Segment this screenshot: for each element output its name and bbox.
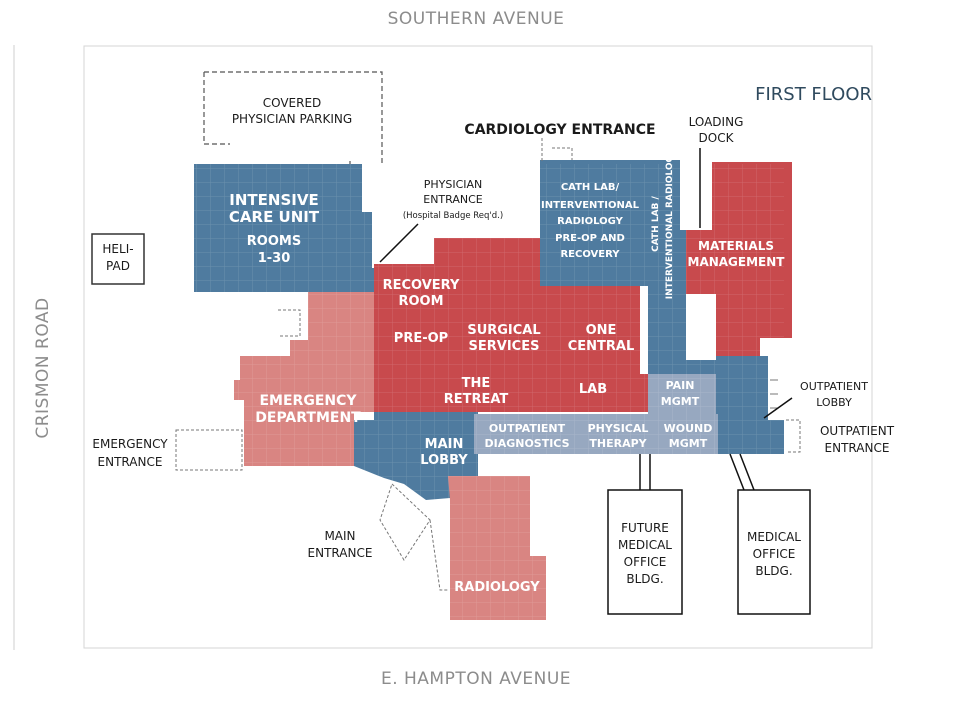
cath-preop-line3: RADIOLOGY bbox=[557, 216, 623, 227]
pain-line1: PAIN bbox=[666, 379, 695, 392]
heli-pad-line2: PAD bbox=[106, 259, 130, 273]
icu-line3: ROOMS bbox=[247, 234, 301, 249]
cath-lab-preop-label: CATH LAB/ INTERVENTIONAL RADIOLOGY PRE-O… bbox=[541, 182, 640, 260]
heli-pad: HELI- PAD bbox=[91, 233, 145, 285]
medical-office-bldg: MEDICAL OFFICE BLDG. bbox=[737, 489, 811, 615]
street-north: SOUTHERN AVENUE bbox=[388, 9, 565, 29]
covered-parking-line1: COVERED bbox=[263, 96, 322, 110]
room-grid bbox=[194, 164, 784, 620]
emergency-entrance-line2: ENTRANCE bbox=[98, 455, 163, 469]
recovery-line2: ROOM bbox=[398, 294, 443, 309]
main-entrance-line2: ENTRANCE bbox=[308, 546, 373, 560]
floor-title: FIRST FLOOR bbox=[755, 84, 872, 105]
outpatient-lobby-line2: LOBBY bbox=[816, 396, 852, 409]
cardiology-entrance-label: CARDIOLOGY ENTRANCE bbox=[464, 122, 655, 138]
retreat-line2: RETREAT bbox=[444, 392, 509, 407]
physician-entrance-line2: ENTRANCE bbox=[423, 193, 483, 206]
op-diag-line2: DIAGNOSTICS bbox=[484, 437, 569, 450]
cath-preop-line5: RECOVERY bbox=[560, 249, 620, 260]
pt-line2: THERAPY bbox=[589, 437, 647, 450]
site-boundary bbox=[83, 45, 873, 649]
future-bldg-line1: FUTURE bbox=[621, 521, 669, 535]
op-diag-line1: OUTPATIENT bbox=[489, 422, 566, 435]
cath-preop-line1: CATH LAB/ bbox=[561, 182, 620, 193]
future-bldg-line3: OFFICE bbox=[624, 555, 667, 569]
covered-parking-line2: PHYSICIAN PARKING bbox=[232, 112, 352, 126]
physician-entrance-line3: (Hospital Badge Req'd.) bbox=[403, 211, 503, 221]
building bbox=[194, 160, 792, 620]
surgical-line2: SERVICES bbox=[469, 339, 540, 354]
medical-bldg-line1: MEDICAL bbox=[747, 530, 801, 544]
icu-line2: CARE UNIT bbox=[229, 208, 320, 226]
lab-label: LAB bbox=[579, 382, 607, 397]
physician-entrance-line1: PHYSICIAN bbox=[424, 178, 483, 191]
loading-dock-line2: DOCK bbox=[699, 131, 735, 145]
heli-pad-line1: HELI- bbox=[102, 242, 133, 256]
one-central-line2: CENTRAL bbox=[568, 339, 635, 354]
covered-physician-parking: COVERED PHYSICIAN PARKING bbox=[203, 71, 383, 166]
outpatient-entrance-line2: ENTRANCE bbox=[825, 441, 890, 455]
main-entrance-line1: MAIN bbox=[324, 529, 355, 543]
wound-line2: MGMT bbox=[669, 437, 708, 450]
pointer-lines bbox=[379, 148, 793, 492]
wound-line1: WOUND bbox=[664, 422, 713, 435]
medical-bldg-line3: BLDG. bbox=[755, 564, 792, 578]
cath-preop-line4: PRE-OP AND bbox=[555, 233, 625, 244]
surgical-line1: SURGICAL bbox=[467, 323, 540, 338]
cath-ir-line2: INTERVENTIONAL RADIOLOGY bbox=[665, 148, 675, 299]
cath-ir-line1: CATH LAB / bbox=[651, 195, 661, 251]
future-medical-office-bldg: FUTURE MEDICAL OFFICE BLDG. bbox=[607, 489, 683, 615]
cath-lab-ir-label: CATH LAB / INTERVENTIONAL RADIOLOGY bbox=[651, 148, 675, 299]
future-bldg-line2: MEDICAL bbox=[618, 538, 672, 552]
icu-line1: INTENSIVE bbox=[229, 191, 318, 209]
pain-line2: MGMT bbox=[661, 395, 700, 408]
radiology-label: RADIOLOGY bbox=[454, 580, 540, 595]
one-central-line1: ONE bbox=[586, 323, 617, 338]
retreat-line1: THE bbox=[462, 376, 491, 391]
outpatient-entrance-line1: OUTPATIENT bbox=[820, 424, 895, 438]
ed-line1: EMERGENCY bbox=[259, 393, 357, 409]
pre-op-label: PRE-OP bbox=[394, 331, 448, 346]
materials-line1: MATERIALS bbox=[698, 239, 774, 253]
cath-preop-line2: INTERVENTIONAL bbox=[541, 200, 640, 211]
medical-bldg-line2: OFFICE bbox=[753, 547, 796, 561]
emergency-entrance-line1: EMERGENCY bbox=[92, 437, 168, 451]
future-bldg-line4: BLDG. bbox=[626, 572, 663, 586]
outpatient-lobby-line1: OUTPATIENT bbox=[800, 380, 868, 393]
icu-line4: 1-30 bbox=[258, 251, 291, 266]
recovery-line1: RECOVERY bbox=[383, 278, 460, 293]
entry-details bbox=[175, 138, 801, 591]
main-lobby-line1: MAIN bbox=[425, 437, 464, 452]
icu-label: INTENSIVE CARE UNIT ROOMS 1-30 bbox=[229, 191, 320, 266]
ed-line2: DEPARTMENT bbox=[255, 410, 361, 426]
street-west: CRISMON ROAD bbox=[33, 297, 53, 438]
street-south: E. HAMPTON AVENUE bbox=[381, 669, 571, 689]
main-lobby-line2: LOBBY bbox=[420, 453, 468, 468]
pt-line1: PHYSICAL bbox=[588, 422, 649, 435]
materials-line2: MANAGEMENT bbox=[688, 255, 786, 269]
loading-dock-line1: LOADING bbox=[689, 115, 744, 129]
